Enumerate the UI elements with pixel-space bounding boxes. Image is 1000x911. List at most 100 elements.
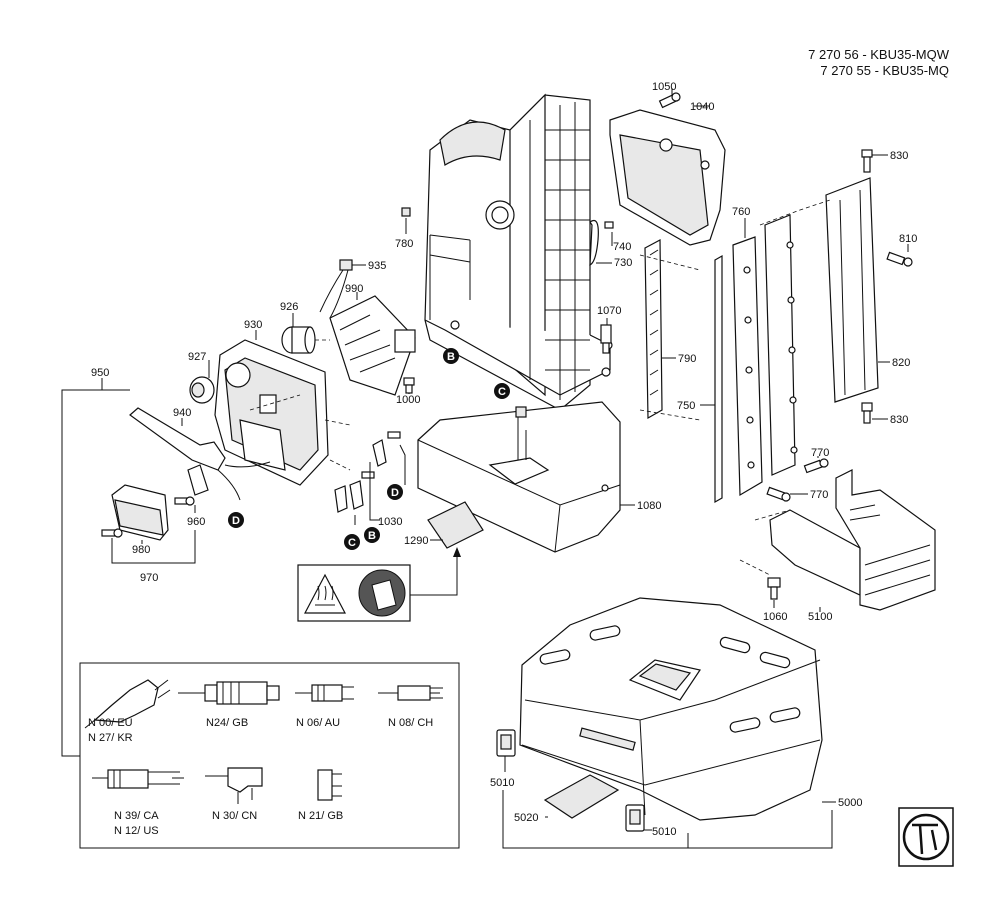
label-1000: 1000 [396,394,420,406]
svg-text:C: C [348,537,356,549]
part-990-pcb [329,295,416,396]
column-frame [424,93,613,411]
label-5000: 5000 [838,797,862,809]
part-1080-base [417,401,621,553]
label-5020: 5020 [514,812,538,824]
label-760: 760 [732,206,750,218]
plug-label-au: N 06/ AU [296,717,340,729]
part-5020-manual [543,774,620,819]
part-1000-screw [403,377,415,394]
badge-b-2: B [364,527,380,543]
badge-d-2: D [387,484,403,500]
label-830-bottom: 830 [890,414,908,426]
part-820-rail [825,177,879,403]
bracket-950 [61,389,130,757]
part-1040-cover [609,109,726,246]
part-5100-guard [769,469,936,611]
part-760-rail [732,236,763,497]
label-960: 960 [187,516,205,528]
svg-text:B: B [447,351,455,363]
plug-ch [378,685,443,701]
plug-eu [84,679,171,729]
label-980: 980 [132,544,150,556]
plug-au [295,684,354,702]
plug-label-gb24: N24/ GB [206,717,248,729]
warning-sticker [297,564,411,622]
svg-text:D: D [232,515,240,527]
part-810-screw [886,251,913,267]
part-770-screw-a [803,458,829,474]
label-926: 926 [280,301,298,313]
plug-gb24 [178,681,280,705]
label-730: 730 [614,257,632,269]
badge-c-2: C [344,534,360,550]
part-935-connector [339,259,353,271]
plug-options-box [79,662,460,849]
part-770-screw-b [766,486,791,502]
fein-logo [898,807,954,867]
label-1290: 1290 [404,535,428,547]
part-1070-screw [600,324,612,354]
label-970: 970 [140,572,158,584]
part-740-screw [604,221,614,229]
label-1040: 1040 [690,101,714,113]
svg-text:D: D [391,487,399,499]
part-1060-screw [767,577,781,600]
label-820: 820 [892,357,910,369]
part-5000-case [519,597,823,821]
label-5100: 5100 [808,611,832,623]
part-5010-latch-b [625,804,645,832]
badge-d-1: D [228,512,244,528]
plug-label-ch: N 08/ CH [388,717,433,729]
label-780: 780 [395,238,413,250]
part-926-switch [281,326,316,354]
plug-ca-us [92,769,184,789]
part-1290-label [427,501,484,549]
model-line-1: 7 270 56 - KBU35-MQW [808,47,950,62]
label-940: 940 [173,407,191,419]
label-1030: 1030 [378,516,402,528]
svg-text:C: C [498,386,506,398]
plug-label-us: N 12/ US [114,825,159,837]
label-1060: 1060 [763,611,787,623]
part-830-screw-bottom [861,402,873,424]
label-930: 930 [244,319,262,331]
label-790: 790 [678,353,696,365]
plug-gb21 [317,769,342,801]
badge-c-1: C [494,383,510,399]
part-960-clamp [174,464,209,506]
plug-label-cn: N 30/ CN [212,810,257,822]
label-1080: 1080 [637,500,661,512]
bracket-5000 [502,790,833,849]
label-950: 950 [91,367,109,379]
part-1050-screw [658,92,681,109]
part-940-cable [129,407,271,501]
label-5010-a: 5010 [490,777,514,789]
part-730-clip [589,219,599,266]
label-927: 927 [188,351,206,363]
assembly-guide-lines [249,199,831,576]
badge-b-1: B [443,348,459,364]
part-930-housing [214,339,329,486]
label-750: 750 [677,400,695,412]
label-740: 740 [613,241,631,253]
label-5010-b: 5010 [652,826,676,838]
plug-cn [205,767,263,804]
part-5010-latch-a [496,729,516,757]
part-1030-lugs [334,431,401,513]
plug-label-eu: N 00/ EU [88,717,133,729]
label-810: 810 [899,233,917,245]
label-935: 935 [368,260,386,272]
svg-text:B: B [368,530,376,542]
part-790-rack [644,239,663,420]
label-770-b: 770 [810,489,828,501]
label-990: 990 [345,283,363,295]
label-1050: 1050 [652,81,676,93]
label-770-a: 770 [811,447,829,459]
part-inner-rail [764,214,798,476]
plug-label-ca: N 39/ CA [114,810,159,822]
part-927-knob [189,376,215,404]
model-line-2: 7 270 55 - KBU35-MQ [820,63,949,78]
label-830-top: 830 [890,150,908,162]
